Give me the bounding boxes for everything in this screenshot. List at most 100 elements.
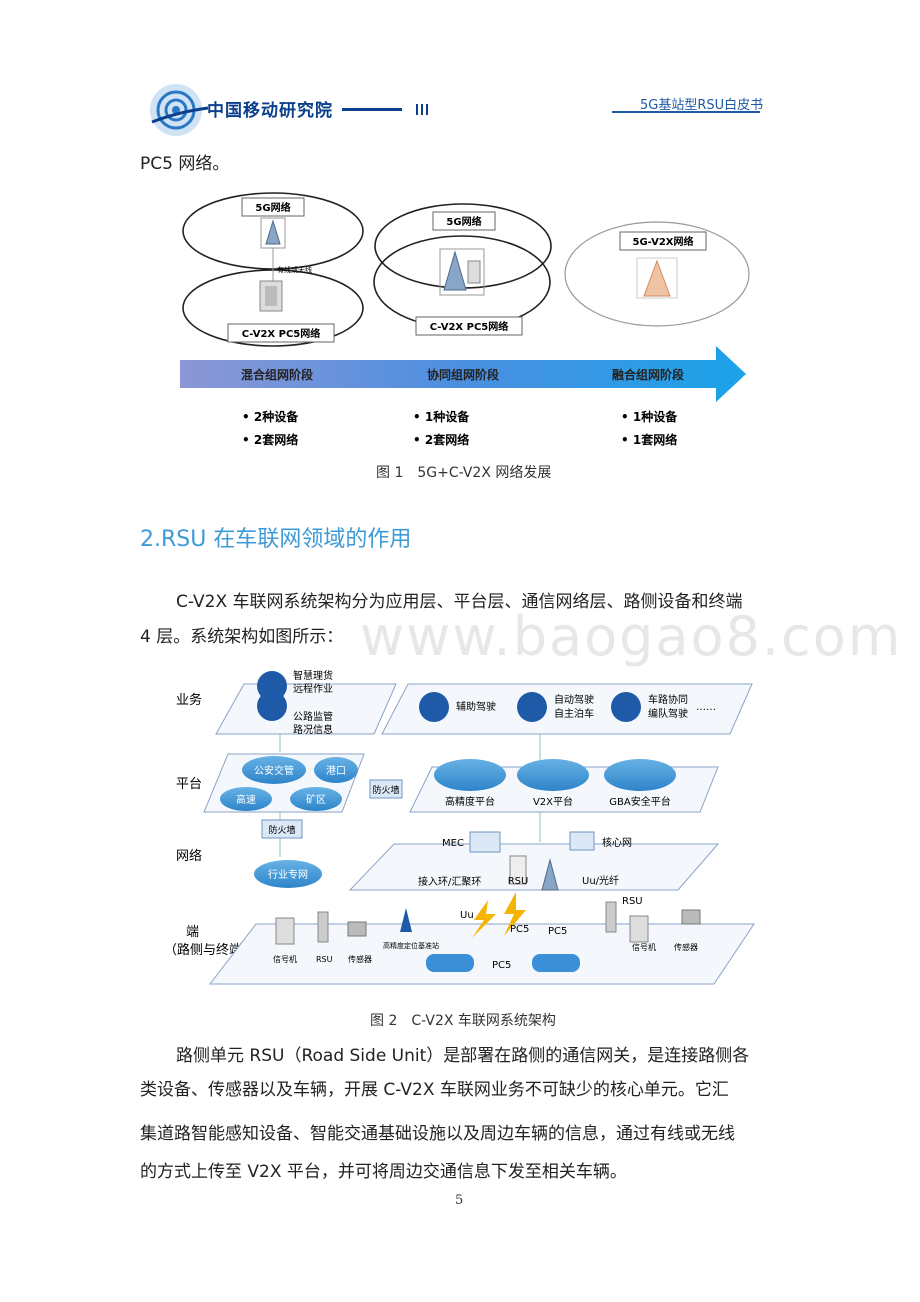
core-net-icon: [569, 831, 595, 851]
business-item-4: 路况信息: [293, 723, 333, 736]
svg-text:• 1套网络: • 1套网络: [621, 432, 677, 447]
end-item-rsu-left: RSU: [316, 955, 333, 964]
business-icon-4: [517, 692, 547, 722]
business-item-8: 车路协同: [648, 693, 688, 706]
stage-1-bullet-1: 2种设备: [254, 409, 299, 424]
platform-item-6: V2X平台: [533, 795, 573, 808]
stage-2-name: 协同组网阶段: [427, 367, 500, 382]
watermark: www.baogao8.com: [360, 605, 903, 668]
plane-terminal: [208, 923, 755, 985]
converged-tower-icon: [636, 257, 678, 299]
business-item-10: ……: [696, 702, 716, 713]
rsu-device-icon: [259, 280, 283, 312]
para1-line1: C-V2X 车联网系统架构分为应用层、平台层、通信网络层、路侧设备和终端: [176, 592, 743, 612]
label-5g-stage1: 5G网络: [255, 201, 290, 214]
end-item-sensor-left: 传感器: [348, 954, 372, 964]
rsu-tower-icon: [509, 855, 527, 885]
label-pc5-stage2: C-V2X PC5网络: [430, 320, 509, 333]
header-rule-bars: [416, 104, 430, 115]
sensor-icon-right: [681, 909, 701, 925]
ellipse-5g-v2x: [564, 221, 750, 327]
signal-cabinet-icon-right: [629, 915, 649, 943]
stage-1-bullet-2: 2套网络: [254, 432, 298, 447]
header-rule-thick: [342, 108, 402, 111]
private-net-label: 行业专网: [268, 868, 308, 881]
business-item-1: 智慧理货: [293, 669, 333, 682]
stage-3-bullet-2: 1套网络: [633, 432, 677, 447]
figure-1-diagram: 5G网络 有线或无线 C-V2X PC5网络 5G网络 C-V2X PC5网络 …: [180, 192, 750, 447]
label-link: 有线或无线: [277, 265, 312, 274]
business-item-5: 辅助驾驶: [456, 700, 496, 713]
sensor-icon-left: [347, 921, 367, 937]
cloud-police: [242, 756, 306, 784]
cloud-v2x-platform: [517, 759, 589, 791]
car-icon-right: [532, 954, 580, 972]
label-5g-stage2: 5G网络: [446, 215, 481, 228]
cloud-port: [314, 757, 358, 783]
stage-progress-arrow: [180, 346, 746, 402]
plane-network: [348, 843, 720, 891]
cloud-hd-platform: [434, 759, 506, 791]
car-icon-left: [426, 954, 474, 972]
para2-line1: 路侧单元 RSU（Road Side Unit）是部署在路侧的通信网关，是连接路…: [176, 1046, 750, 1066]
net-item-uu-fiber: Uu/光纤: [582, 874, 619, 887]
end-item-pc5-1: PC5: [510, 924, 529, 935]
doc-title: 5G基站型RSU白皮书: [640, 98, 764, 113]
signal-cabinet-icon-left: [275, 917, 295, 945]
platform-item-3: 高速: [236, 793, 256, 806]
label-pc5-stage1: C-V2X PC5网络: [242, 327, 321, 340]
header-rule-thin: [612, 111, 760, 113]
layer-network: 网络: [176, 848, 202, 864]
svg-text:• 2种设备: • 2种设备: [242, 409, 299, 424]
rsu-pole-icon-left: [317, 911, 329, 943]
tower-rsu-icon: [439, 248, 485, 296]
business-item-7: 自主泊车: [554, 707, 594, 720]
net-item-core: 核心网: [602, 836, 632, 849]
label-5g-v2x: 5G-V2X网络: [633, 235, 694, 248]
page-number: 5: [455, 1193, 464, 1208]
figure-2-caption: 图 2 C-V2X 车联网系统架构: [370, 1013, 556, 1029]
layer-business: 业务: [176, 692, 202, 708]
end-item-rsu-right: RSU: [622, 896, 643, 907]
svg-text:• 1种设备: • 1种设备: [621, 409, 678, 424]
platform-item-7: GBA安全平台: [609, 795, 670, 808]
plane-business-right: [381, 683, 753, 735]
platform-item-4: 矿区: [306, 793, 326, 806]
end-item-uu: Uu: [460, 910, 474, 921]
platform-item-2: 港口: [326, 765, 346, 777]
page-header: [140, 80, 780, 140]
cloud-private-net: [254, 860, 322, 888]
section-title: 2.RSU 在车联网领域的作用: [140, 527, 412, 552]
para2-line4: 的方式上传至 V2X 平台，并可将周边交通信息下发至相关车辆。: [140, 1162, 627, 1182]
org-name: 中国移动研究院: [207, 101, 333, 121]
end-item-sensor-right: 传感器: [674, 942, 698, 952]
intro-line: PC5 网络。: [140, 154, 230, 174]
business-item-3: 公路监管: [293, 710, 333, 723]
positioning-station-icon: [400, 908, 412, 932]
layer-terminal: 端: [186, 925, 199, 940]
end-item-positioning: 高精度定位基准站: [383, 941, 439, 950]
net-item-mec: MEC: [442, 838, 464, 849]
para2-line3: 集道路智能感知设备、智能交通基础设施以及周边车辆的信息，通过有线或无线: [140, 1124, 735, 1144]
firewall-network-icon: [261, 819, 303, 839]
business-icon-2: [257, 691, 287, 721]
end-item-signal-left: 信号机: [273, 954, 297, 964]
firewall-platform-label: 防火墙: [372, 784, 399, 796]
base-station-icon: [541, 858, 559, 891]
para2-line2: 类设备、传感器以及车辆，开展 C-V2X 车联网业务不可缺少的核心单元。它汇: [140, 1080, 729, 1100]
cloud-gba-platform: [604, 759, 676, 791]
stage-3-bullet-1: 1种设备: [633, 409, 678, 424]
firewall-platform-icon: [369, 779, 403, 799]
tower-icon: [260, 217, 286, 249]
cloud-mine: [290, 787, 342, 811]
rsu-pole-icon-right: [605, 901, 617, 933]
svg-text:• 2套网络: • 2套网络: [242, 432, 298, 447]
svg-text:• 1种设备: • 1种设备: [413, 409, 470, 424]
net-item-ring: 接入环/汇聚环: [418, 875, 481, 888]
para1-line2: 4 层。系统架构如图所示：: [140, 627, 344, 647]
business-icon-5: [611, 692, 641, 722]
stage-2-bullet-2: 2套网络: [425, 432, 469, 447]
lightning-pc5-icon: [504, 892, 526, 936]
platform-item-1: 公安交管: [254, 764, 294, 777]
business-item-6: 自动驾驶: [554, 693, 594, 706]
